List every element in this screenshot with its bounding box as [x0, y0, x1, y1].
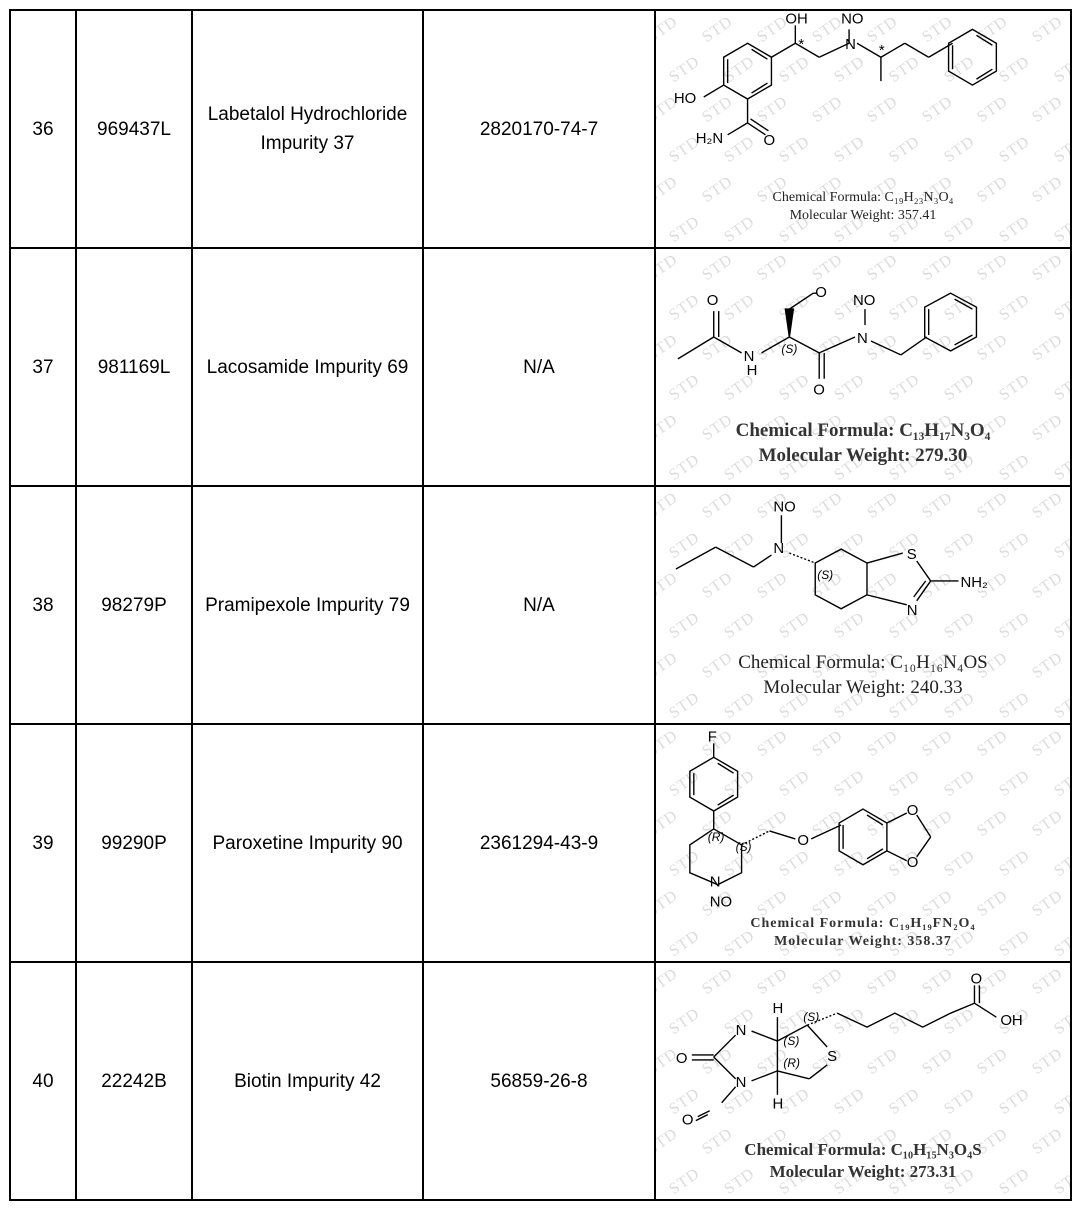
molecular-weight: Molecular Weight: 358.37: [774, 934, 952, 950]
table-row: 36 969437L Labetalol Hydrochloride Impur…: [9, 9, 1072, 249]
row-number: 38: [9, 485, 77, 725]
atom-o: O: [907, 802, 919, 819]
atom-n: N: [845, 36, 856, 53]
atom-n: N: [773, 540, 784, 557]
cas-number: 2361294-43-9: [422, 723, 656, 963]
atom-nh: N: [736, 1022, 747, 1039]
atom-n: N: [710, 874, 721, 891]
compound-name: Pramipexole Impurity 79: [191, 485, 424, 725]
atom-o: O: [707, 292, 719, 309]
atom-o: O: [970, 970, 982, 987]
atom-nitroso: NO: [773, 498, 795, 515]
stereo-label: (R): [708, 830, 725, 844]
atom-h2n: H₂N: [696, 130, 723, 147]
row-number: 40: [9, 961, 77, 1201]
atom-o: O: [907, 854, 919, 871]
atom-o: O: [813, 382, 825, 399]
structure-image: O OH O N N H H S O (S) (S) (R): [676, 970, 1023, 1129]
atom-f: F: [708, 728, 717, 745]
stereo-label: (R): [783, 1056, 800, 1070]
molecular-weight: Molecular Weight: 357.41: [789, 208, 937, 224]
structure-image: OH NO N HO H₂N O * *: [674, 11, 998, 149]
formula-caption: Chemical Formula: C₁₉H₂₃N₃O₄ Molecular W…: [657, 189, 1069, 225]
catalog-number: 99290P: [75, 723, 193, 963]
cas-number: N/A: [422, 247, 656, 487]
formula-caption: Chemical Formula: C₁₃H₁₇N₃O₄ Molecular W…: [657, 419, 1069, 468]
formula-caption: Chemical Formula: C₁₉H₁₉FN₂O₄ Molecular …: [657, 915, 1069, 951]
stereo-mark: *: [879, 42, 885, 59]
table-row: 39 99290P Paroxetine Impurity 90 2361294…: [9, 723, 1072, 963]
atom-oh: OH: [1000, 1012, 1022, 1029]
atom-h: H: [772, 1000, 783, 1017]
compound-name: Paroxetine Impurity 90: [191, 723, 424, 963]
stereo-label: (S): [781, 342, 797, 356]
atom-nh: N: [744, 348, 755, 365]
atom-h: H: [772, 1096, 783, 1113]
molecular-weight: Molecular Weight: 240.33: [763, 676, 963, 698]
catalog-number: 98279P: [75, 485, 193, 725]
atom-s: S: [907, 546, 917, 563]
stereo-label: (S): [736, 840, 752, 854]
stereo-label: (S): [783, 1034, 799, 1048]
atom-nitroso: NO: [853, 292, 875, 309]
row-number: 37: [9, 247, 77, 487]
stereo-mark: *: [798, 36, 804, 53]
atom-n: N: [857, 330, 868, 347]
structure-image: NO N S N NH₂ (S): [675, 498, 989, 619]
compound-name: Biotin Impurity 42: [191, 961, 424, 1201]
atom-s: S: [827, 1048, 837, 1065]
stereo-label: (S): [817, 568, 833, 582]
cas-number: 56859-26-8: [422, 961, 656, 1201]
atom-oh: OH: [785, 11, 807, 27]
atom-h: H: [747, 362, 758, 379]
atom-nh2: NH₂: [961, 574, 989, 591]
chemical-formula: Chemical Formula: C₁₀H₁₆N₄OS: [738, 652, 988, 673]
atom-ho: HO: [674, 90, 696, 107]
chemical-formula: Chemical Formula: C₁₃H₁₇N₃O₄: [735, 420, 991, 441]
formula-caption: Chemical Formula: C₁₀H₁₅N₃O₄S Molecular …: [657, 1139, 1069, 1183]
impurity-table: 36 969437L Labetalol Hydrochloride Impur…: [9, 9, 1072, 1201]
chemical-formula: Chemical Formula: C₁₉H₂₃N₃O₄: [772, 190, 954, 205]
chemical-formula: Chemical Formula: C₁₀H₁₅N₃O₄S: [744, 1140, 982, 1159]
cas-number: 2820170-74-7: [422, 9, 656, 249]
atom-nitroso: NO: [710, 894, 732, 911]
structure-image: O N H O O N NO (S): [677, 284, 978, 399]
atom-n: N: [907, 602, 918, 619]
catalog-number: 969437L: [75, 9, 193, 249]
stereo-label: (S): [803, 1010, 819, 1024]
table-row: 38 98279P Pramipexole Impurity 79 N/A ST…: [9, 485, 1072, 725]
compound-name: Labetalol Hydrochloride Impurity 37: [191, 9, 424, 249]
atom-o: O: [815, 284, 827, 301]
table-row: 37 981169L Lacosamide Impurity 69 N/A ST…: [9, 247, 1072, 487]
atom-o: O: [676, 1050, 688, 1067]
table-row: 40 22242B Biotin Impurity 42 56859-26-8 …: [9, 961, 1072, 1201]
atom-o: O: [682, 1112, 694, 1129]
structure-image: F O O O N NO (R) (S): [689, 728, 932, 911]
chemical-formula: Chemical Formula: C₁₉H₁₉FN₂O₄: [750, 916, 976, 931]
atom-n: N: [736, 1074, 747, 1091]
molecular-weight: Molecular Weight: 279.30: [758, 444, 968, 466]
row-number: 36: [9, 9, 77, 249]
molecular-weight: Molecular Weight: 273.31: [769, 1162, 957, 1182]
row-number: 39: [9, 723, 77, 963]
catalog-number: 981169L: [75, 247, 193, 487]
atom-o: O: [797, 832, 809, 849]
atom-nitroso: NO: [841, 11, 863, 27]
atom-o: O: [763, 132, 775, 149]
cas-number: N/A: [422, 485, 656, 725]
compound-name: Lacosamide Impurity 69: [191, 247, 424, 487]
catalog-number: 22242B: [75, 961, 193, 1201]
formula-caption: Chemical Formula: C₁₀H₁₆N₄OS Molecular W…: [657, 651, 1069, 700]
